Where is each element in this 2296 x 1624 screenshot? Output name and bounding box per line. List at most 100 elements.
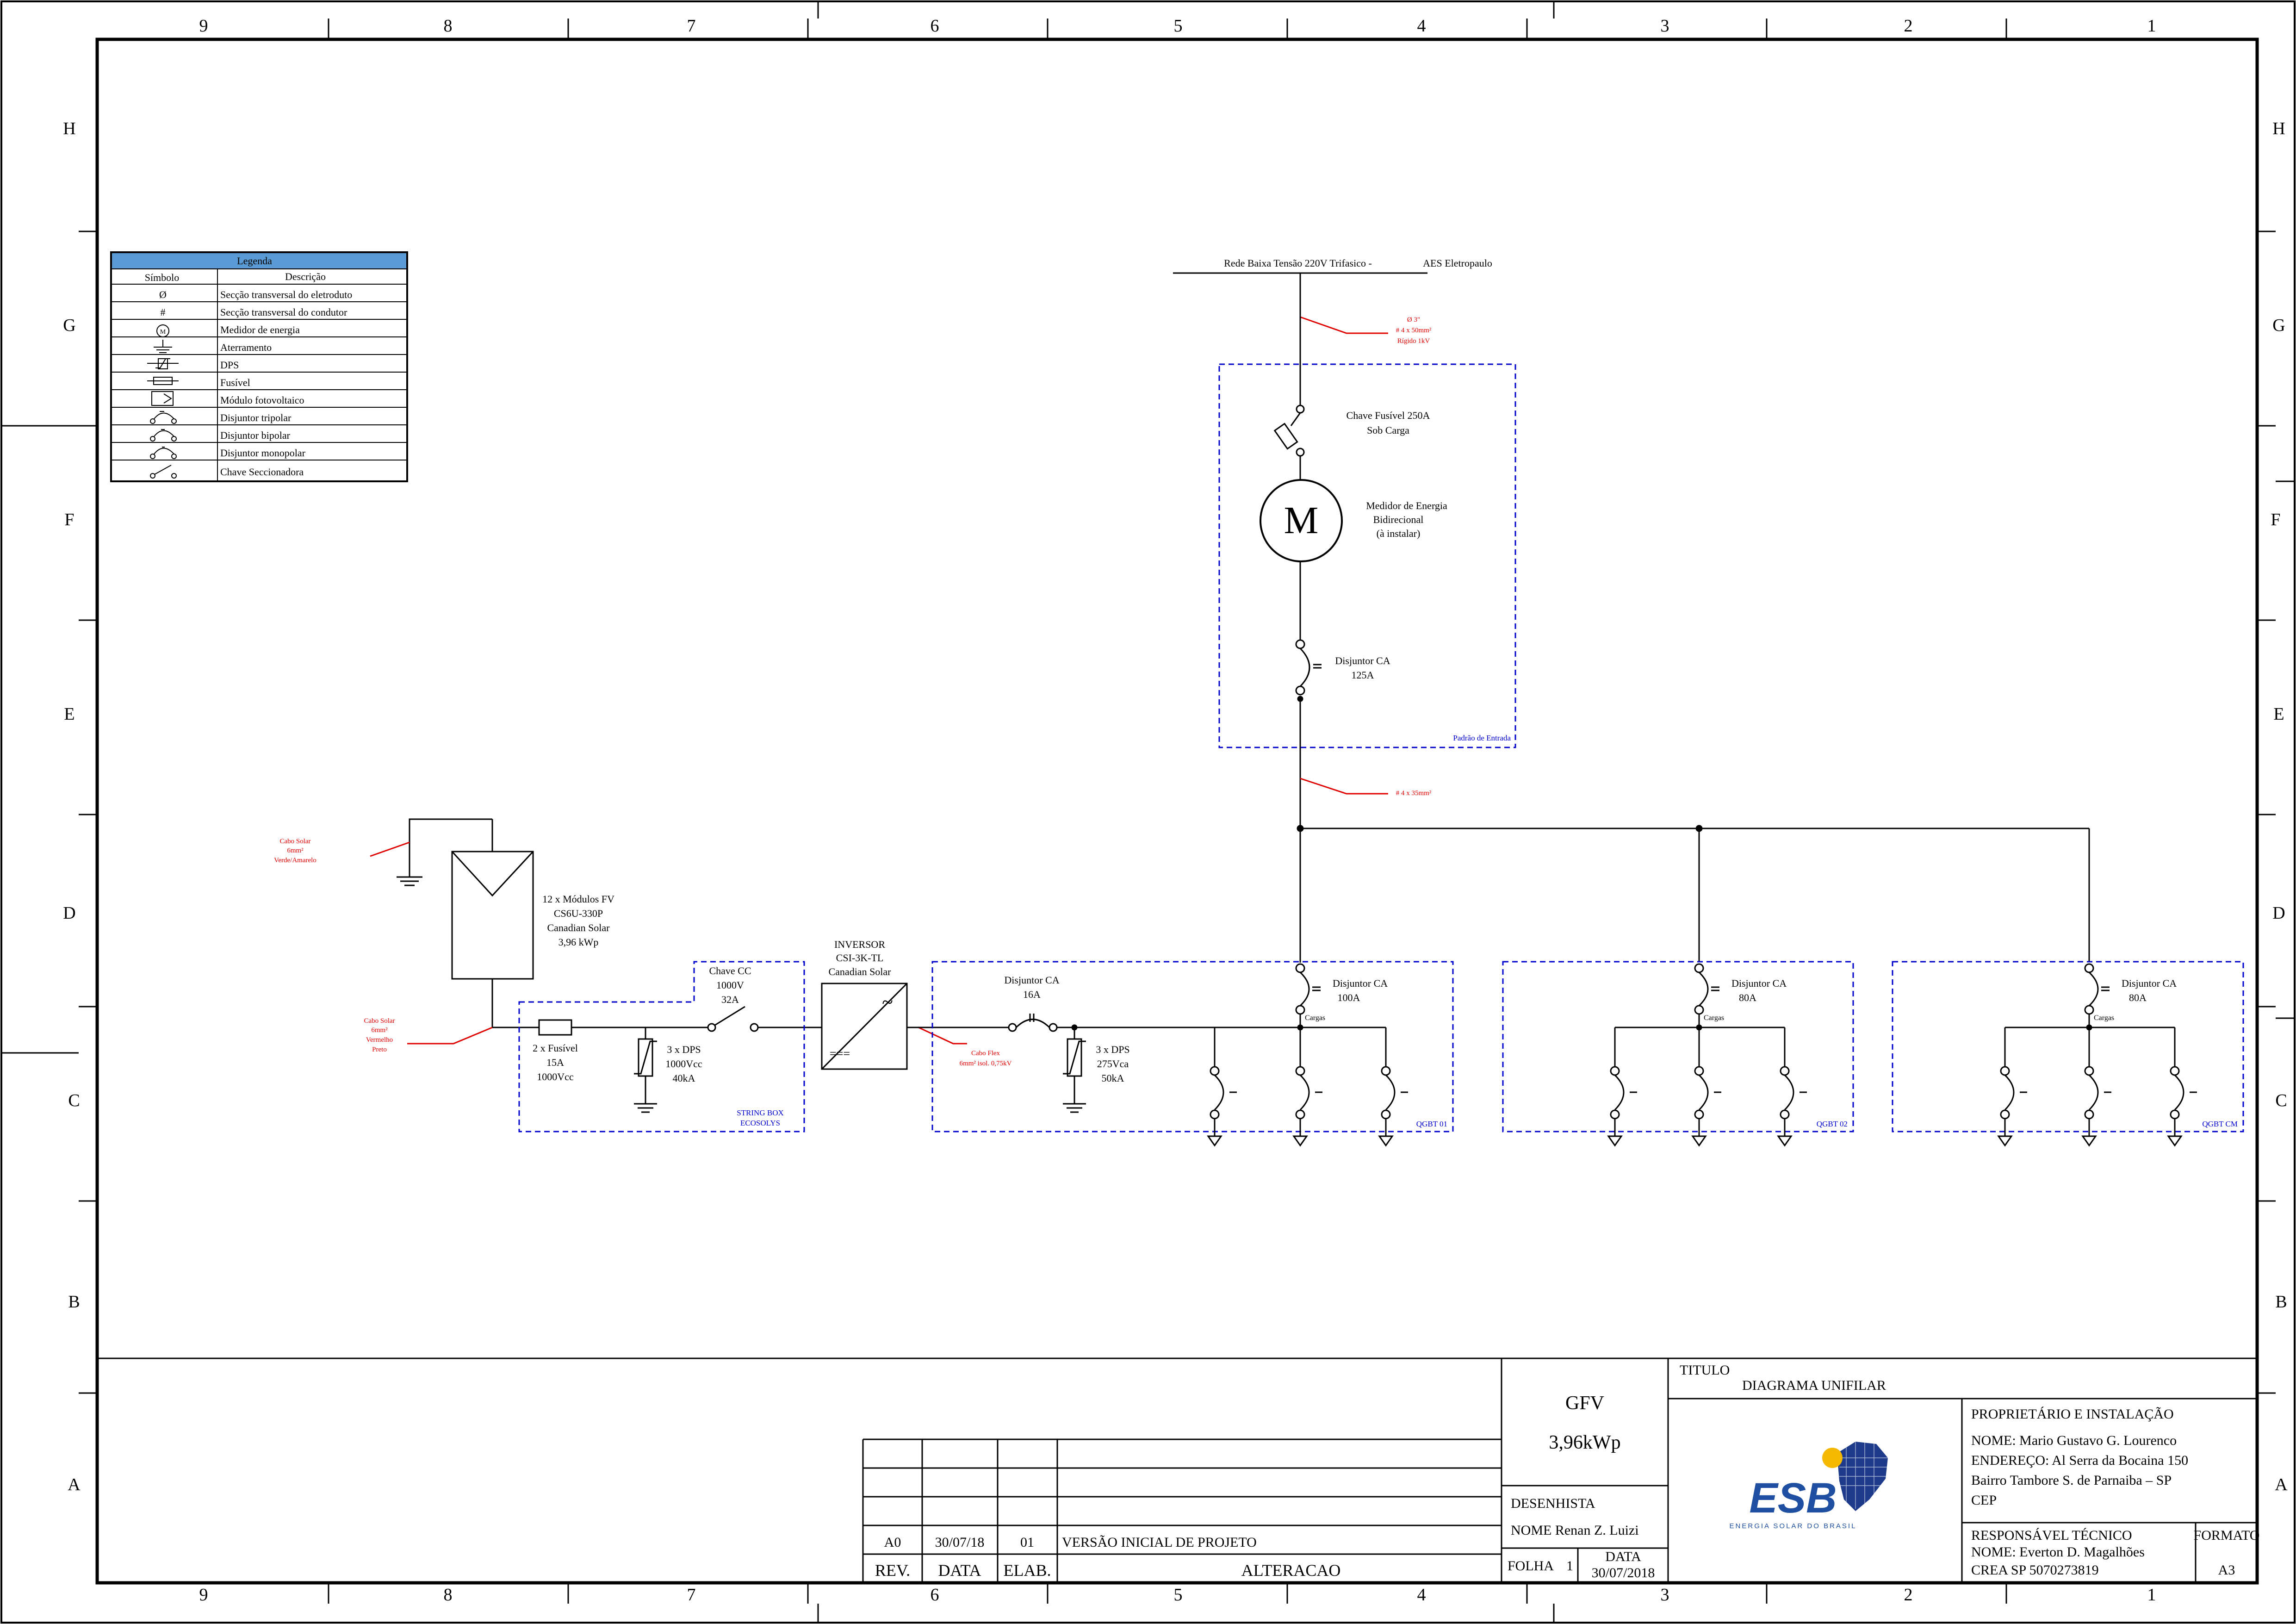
svg-text:6mm²: 6mm² [287, 847, 304, 854]
panel-breaker-rating: 80A [1739, 992, 1756, 1003]
string-box-label: STRING BOX [737, 1108, 784, 1117]
main-breaker-label: 125A [1352, 669, 1374, 681]
data-label: DATA [1605, 1549, 1641, 1564]
svg-text:6mm² isol. 0,75kV: 6mm² isol. 0,75kV [960, 1060, 1012, 1067]
panel-breaker [1215, 963, 1386, 1031]
col-label: 1 [2147, 1585, 2156, 1605]
panel-name: QGBT 02 [1817, 1120, 1848, 1128]
col-label: 8 [444, 16, 453, 36]
row-label: C [68, 1091, 80, 1110]
entrance-box [1218, 363, 1516, 748]
col-label: 4 [1417, 16, 1426, 36]
legend-header-bg [111, 252, 407, 269]
rev-desc: VERSÃO INICIAL DE PROJETO [1062, 1535, 1257, 1550]
rev-header-rev: REV. [875, 1561, 910, 1580]
legend-symbol-conductor: # [161, 306, 166, 318]
panel-name: QGBT CM [2202, 1120, 2238, 1128]
col-label: 3 [1661, 16, 1669, 36]
col-label: 5 [1174, 1585, 1183, 1605]
string-box [518, 961, 805, 1132]
pv-modules-label: Canadian Solar [547, 922, 610, 933]
owner-city: Bairro Tambore S. de Parnaiba – SP [1971, 1473, 2172, 1488]
meter-label: Bidirecional [1373, 514, 1424, 525]
legend-desc: Disjuntor bipolar [220, 429, 291, 441]
title-block [97, 1357, 2257, 1583]
svg-text:Cabo Solar: Cabo Solar [364, 1017, 395, 1025]
feeder-cable-annotation: # 4 x 35mm² [1300, 778, 1432, 797]
inverter-label: INVERSOR [834, 939, 885, 950]
pv-modules-label: CS6U-330P [554, 908, 603, 919]
breaker-bipolar-icon [150, 429, 177, 442]
svg-text:6mm²: 6mm² [371, 1027, 388, 1034]
legend-table: Legenda Símbolo Descrição Ø # M [110, 251, 408, 482]
owner-cep: CEP [1971, 1493, 1997, 1508]
dc-dps-label: 1000Vcc [665, 1058, 702, 1070]
tech-crea: CREA SP 5070273819 [1971, 1562, 2099, 1578]
row-label: A [2275, 1475, 2288, 1494]
load-breaker [1691, 1027, 1721, 1147]
rev-header-date: DATA [938, 1561, 981, 1580]
data-value: 30/07/2018 [1592, 1565, 1655, 1580]
legend-border [110, 251, 408, 482]
dc-switch-label: Chave CC [709, 965, 751, 977]
col-label: 7 [687, 16, 696, 36]
legend-desc: Disjuntor tripolar [220, 412, 292, 423]
inverter-label: Canadian Solar [828, 966, 891, 977]
svg-text:Cabo Solar: Cabo Solar [279, 838, 310, 845]
col-label: 1 [2147, 16, 2156, 36]
row-label: F [2271, 510, 2280, 529]
legend-desc: Medidor de energia [220, 324, 300, 336]
ac-breaker-label: Disjuntor CA [1004, 974, 1059, 986]
desenhista-name: NOME Renan Z. Luizi [1511, 1523, 1639, 1538]
legend-desc: DPS [220, 359, 239, 371]
dc-switch-label: 1000V [716, 979, 744, 991]
panel-box [1502, 961, 1854, 1132]
legend-symbol-conduit: Ø [159, 289, 167, 300]
col-label: 6 [931, 1585, 939, 1605]
pv-modules-label: 3,96 kWp [558, 936, 599, 948]
svg-text:# 4 x 35mm²: # 4 x 35mm² [1396, 790, 1432, 797]
col-label: 7 [687, 1585, 696, 1605]
ac-cable-annotation: Cabo Flex 6mm² isol. 0,75kV [918, 1027, 1012, 1067]
meter-label: Medidor de Energia [1366, 500, 1447, 511]
project-code: GFV [1565, 1393, 1604, 1414]
folha-number: 1 [1566, 1558, 1573, 1574]
row-label: H [63, 119, 75, 138]
load-breaker [1607, 1027, 1637, 1147]
row-label: E [2273, 704, 2284, 724]
row-label: G [2272, 316, 2285, 335]
title-block-text: GFV 3,96kWp TITULO DIAGRAMA UNIFILAR DES… [875, 1363, 2260, 1580]
format-label: FORMATO [2194, 1528, 2260, 1543]
distribution-bus [1297, 825, 2090, 962]
panel-breaker-rating: 80A [2129, 992, 2147, 1003]
dc-fuse-label: 1000Vcc [537, 1071, 574, 1083]
pv-cable-annotation: Cabo Solar 6mm² Vermelho Preto [364, 1017, 493, 1053]
pv-ground-cable-annotation: Cabo Solar 6mm² Verde/Amarelo [274, 838, 410, 864]
meter-icon: M [156, 324, 169, 337]
row-label: H [2272, 119, 2285, 138]
owner-label: PROPRIETÁRIO E INSTALAÇÃO [1971, 1406, 2174, 1422]
legend-desc: Chave Seccionadora [220, 466, 304, 478]
svg-text:# 4 x 50mm²: # 4 x 50mm² [1396, 327, 1432, 334]
entrance-box-label: Padrão de Entrada [1453, 734, 1511, 742]
fuse-switch-label: Chave Fusível 250A [1347, 410, 1430, 421]
energy-meter: M [1260, 479, 1343, 562]
load-breaker [1207, 1027, 1237, 1147]
panel-breaker-label: Disjuntor CA [1731, 977, 1787, 989]
legend-desc: Secção transversal do eletroduto [220, 289, 352, 300]
grid-row-labels-left: H G F E D C B A [63, 119, 81, 1494]
col-label: 6 [931, 16, 939, 36]
rev-header-desc: ALTERACAO [1241, 1561, 1341, 1580]
load-breaker [2081, 1027, 2111, 1147]
input-cable-annotation: Ø 3" # 4 x 50mm² Rígido 1kV [1300, 316, 1432, 345]
svg-text:Preto: Preto [372, 1046, 387, 1053]
ground-icon [154, 340, 172, 353]
legend-col-symbol: Símbolo [145, 272, 180, 283]
svg-text:M: M [160, 329, 166, 336]
row-label: G [63, 316, 75, 335]
